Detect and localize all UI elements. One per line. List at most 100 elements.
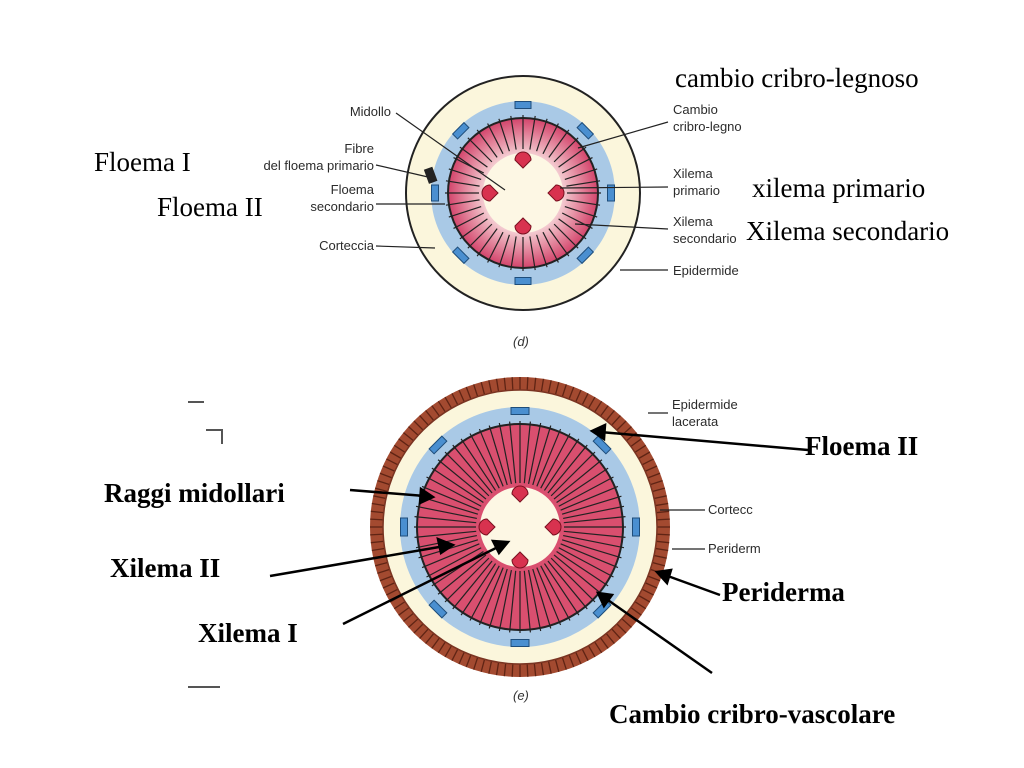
bark-line-e bbox=[413, 420, 424, 431]
bark-line-e bbox=[480, 381, 486, 395]
bark-line-e bbox=[379, 575, 393, 582]
caption-d: (d) bbox=[513, 334, 529, 349]
ray-e bbox=[558, 476, 614, 507]
bark-line-e bbox=[398, 438, 410, 447]
phloem-fibre-box-e bbox=[510, 639, 530, 647]
bark-line-e bbox=[594, 400, 603, 413]
ray-e bbox=[536, 567, 562, 626]
ray-e bbox=[547, 444, 588, 494]
label-corteccia-e: Cortecc bbox=[708, 502, 753, 517]
ray-d bbox=[453, 212, 485, 229]
bark-line-e bbox=[656, 518, 670, 521]
annotation-arrows-e bbox=[269, 422, 809, 675]
annotation-raggi-midollari: Raggi midollari bbox=[104, 478, 285, 508]
bark-line-e bbox=[386, 458, 399, 466]
bark-line-e bbox=[425, 633, 435, 644]
bark-line-e bbox=[634, 601, 647, 610]
ray-e bbox=[563, 505, 625, 520]
ray-d bbox=[459, 218, 488, 240]
bark-line-e bbox=[370, 510, 384, 514]
bark-line-e bbox=[605, 410, 615, 421]
bark-line-e bbox=[425, 410, 435, 421]
bark-line-e bbox=[547, 660, 552, 674]
ray-e bbox=[460, 438, 497, 491]
ray-d bbox=[566, 180, 601, 187]
bark-line-e bbox=[370, 533, 384, 536]
ray-e bbox=[498, 570, 513, 632]
label-floema: Floema bbox=[331, 182, 375, 197]
phloem-fibre-box-d bbox=[576, 121, 595, 140]
ray-d bbox=[529, 236, 536, 271]
ray-d bbox=[510, 115, 517, 150]
bark-line-e bbox=[652, 561, 666, 567]
bark-line-e bbox=[458, 389, 465, 403]
ray-e bbox=[431, 467, 484, 504]
phloem-fibre-box-d bbox=[451, 246, 470, 265]
ray-e bbox=[469, 433, 500, 489]
ray-e bbox=[560, 543, 619, 569]
label-midollo: Midollo bbox=[350, 104, 391, 119]
bark-line-e bbox=[611, 415, 621, 426]
phloem-fibre-box-e bbox=[428, 435, 448, 455]
primary-xylem-bundle-e bbox=[544, 518, 562, 536]
ray-e bbox=[509, 570, 517, 633]
phloem-fibre-box-e bbox=[592, 435, 612, 455]
bark-line-e bbox=[488, 380, 493, 394]
annotation-xilema-secondario: Xilema secondario bbox=[746, 216, 949, 246]
bark-line-e bbox=[568, 654, 575, 668]
ray-e bbox=[426, 476, 482, 507]
ray-e bbox=[556, 550, 609, 587]
bark-line-e bbox=[616, 623, 627, 634]
phloem-fibre-box-e bbox=[632, 517, 640, 537]
ray-d bbox=[445, 180, 480, 187]
bark-line-e bbox=[495, 378, 500, 392]
ray-e bbox=[452, 560, 493, 610]
bark-line-e bbox=[403, 612, 414, 622]
bark-line-e bbox=[561, 384, 567, 397]
diagram-e: Epidermide lacerata Cortecc Periderm (e) bbox=[104, 377, 918, 729]
phloem-fibre-box-d bbox=[514, 277, 532, 285]
primary-xylem-bundle-d bbox=[514, 217, 532, 235]
bark-line-e bbox=[554, 659, 560, 673]
ray-e bbox=[523, 421, 531, 484]
bark-line-e bbox=[389, 451, 402, 460]
ray-e bbox=[437, 554, 487, 595]
bark-line-e bbox=[650, 480, 663, 486]
bark-line-e bbox=[431, 637, 440, 649]
bark-line-e bbox=[377, 480, 390, 486]
bark-line-e bbox=[630, 438, 642, 447]
bark-line-e bbox=[616, 420, 627, 431]
ray-e bbox=[536, 428, 562, 487]
ray-d bbox=[561, 212, 593, 229]
ray-e bbox=[478, 428, 504, 487]
ray-e bbox=[558, 547, 614, 578]
bark-line-e bbox=[382, 465, 396, 472]
ray-e bbox=[523, 570, 531, 633]
bark-line-e bbox=[575, 389, 582, 403]
ray-d bbox=[536, 234, 548, 268]
bark-line-e bbox=[568, 386, 575, 400]
bark-line-e bbox=[656, 540, 670, 544]
ray-d bbox=[542, 231, 559, 263]
bark-line-e bbox=[540, 378, 545, 392]
ray-e bbox=[414, 516, 477, 524]
ray-d bbox=[445, 199, 480, 206]
ray-e bbox=[469, 565, 500, 621]
bark-line-e bbox=[641, 458, 654, 466]
ray-d bbox=[553, 137, 579, 163]
bark-line-e bbox=[503, 377, 507, 391]
ray-e bbox=[553, 459, 603, 500]
ray-d bbox=[566, 199, 601, 206]
bark-line-e bbox=[373, 495, 387, 500]
bark-line-e bbox=[465, 654, 472, 668]
annotations-e: Floema II Raggi midollari Xilema II Xile… bbox=[104, 431, 918, 729]
leader-lines-e bbox=[648, 412, 705, 550]
bark-line-e bbox=[503, 663, 507, 677]
ray-e bbox=[509, 421, 517, 484]
bark-line-e bbox=[638, 451, 651, 460]
ray-d bbox=[548, 228, 570, 257]
ray-d bbox=[542, 123, 559, 155]
ray-d bbox=[459, 146, 488, 168]
bark-line-e bbox=[374, 487, 388, 493]
